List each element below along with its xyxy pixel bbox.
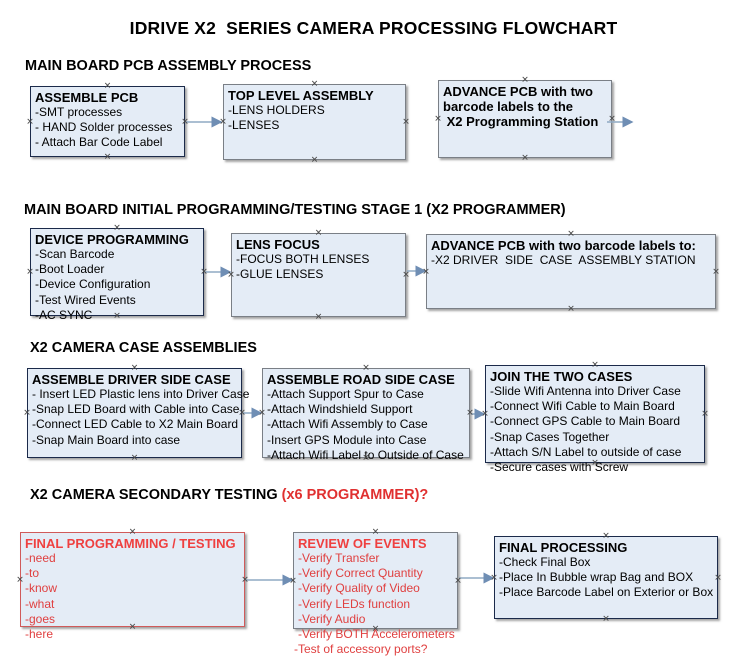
box-title: FINAL PROGRAMMING / TESTING (25, 536, 236, 551)
box-line: -GLUE LENSES (236, 267, 324, 282)
box-title-cont: barcode labels to the (443, 99, 574, 114)
box-line: -FOCUS BOTH LENSES (236, 252, 370, 266)
box-line: -Slide Wifi Antenna into Driver Case (490, 384, 681, 398)
box-line: -goes (25, 611, 56, 626)
box-join-the-two-cases[interactable]: JOIN THE TWO CASES -Slide Wifi Antenna i… (485, 365, 705, 474)
box-final-processing[interactable]: FINAL PROCESSING -Check Final Box -Place… (494, 536, 718, 619)
box-assemble-pcb[interactable]: ASSEMBLE PCB -SMT processes - HAND Solde… (30, 86, 185, 157)
box-line: -LENS HOLDERS (228, 103, 325, 117)
box-line: -Check Final Box (499, 555, 591, 569)
box-assemble-driver-side-case[interactable]: ASSEMBLE DRIVER SIDE CASE - Insert LED P… (27, 368, 250, 458)
box-line: -Attach Windshield Support (267, 402, 413, 417)
box-line: -Verify BOTH Accelerometers (298, 627, 455, 642)
box-line: -here (25, 627, 54, 642)
box-line: -Boot Loader (35, 262, 105, 277)
box-line: -Test Wired Events (35, 292, 136, 307)
box-line: -X2 DRIVER SIDE CASE ASSEMBLY STATION (431, 253, 696, 267)
box-advance-pcb-programming-station[interactable]: ADVANCE PCB with two barcode labels to t… (438, 80, 612, 158)
box-title-cont: X2 Programming Station (443, 114, 599, 129)
section-heading-4-main: X2 CAMERA SECONDARY TESTING (30, 487, 282, 503)
box-device-programming[interactable]: DEVICE PROGRAMMING -Scan Barcode -Boot L… (30, 228, 204, 322)
box-line: -Connect Wifi Cable to Main Board (490, 399, 675, 414)
box-line: -Verify LEDs function (298, 596, 411, 611)
box-title: ADVANCE PCB with two barcode labels to: (431, 238, 696, 253)
box-line: -to (25, 566, 40, 581)
box-line: -need (25, 551, 56, 565)
box-line: -LENSES (228, 118, 280, 133)
box-advance-pcb-driver-side[interactable]: ADVANCE PCB with two barcode labels to: … (426, 234, 716, 309)
box-line: -Place In Bubble wrap Bag and BOX (499, 570, 694, 585)
box-title: ASSEMBLE DRIVER SIDE CASE (32, 372, 231, 387)
section-heading-1: MAIN BOARD PCB ASSEMBLY PROCESS (25, 58, 312, 74)
box-title: TOP LEVEL ASSEMBLY (228, 88, 374, 103)
box-line: -Scan Barcode (35, 247, 115, 261)
box-line: -Attach Wifi Label to Outside of Case (267, 447, 464, 462)
box-line: - HAND Solder processes (35, 120, 173, 135)
box-line: -what (25, 596, 55, 611)
section-heading-3: X2 CAMERA CASE ASSEMBLIES (30, 340, 257, 356)
box-line: -Verify Correct Quantity (298, 566, 423, 581)
box-title: REVIEW OF EVENTS (298, 536, 427, 551)
box-title: ASSEMBLE ROAD SIDE CASE (267, 372, 455, 387)
section-heading-4: X2 CAMERA SECONDARY TESTING (x6 PROGRAMM… (30, 487, 428, 503)
section-heading-2: MAIN BOARD INITIAL PROGRAMMING/TESTING S… (24, 202, 566, 218)
box-title: ADVANCE PCB with two (443, 84, 593, 99)
box-line: -Snap Main Board into case (32, 432, 181, 447)
box-line: -Device Configuration (35, 277, 151, 292)
box-line: -Attach S/N Label to outside of case (490, 444, 682, 459)
box-top-level-assembly[interactable]: TOP LEVEL ASSEMBLY -LENS HOLDERS -LENSES (223, 84, 406, 160)
box-line: -know (25, 581, 58, 596)
box-line-overflow: -Test of accessory ports? (294, 642, 428, 657)
box-title: DEVICE PROGRAMMING (35, 232, 189, 247)
box-final-programming-testing[interactable]: FINAL PROGRAMMING / TESTING -need -to -k… (20, 532, 245, 641)
box-line: - Insert LED Plastic lens into Driver Ca… (32, 387, 250, 401)
box-title: ASSEMBLE PCB (35, 90, 139, 105)
box-line: -Verify Quality of Video (298, 581, 420, 596)
box-title: JOIN THE TWO CASES (490, 369, 633, 384)
box-title: LENS FOCUS (236, 237, 320, 252)
box-line: -Attach Wifi Assembly to Case (267, 417, 428, 432)
box-line: -Verify Transfer (298, 551, 380, 565)
box-line: -Verify Audio (298, 611, 366, 626)
box-title: FINAL PROCESSING (499, 540, 628, 555)
box-line: -Place Barcode Label on Exterior or Box (499, 585, 714, 600)
section-heading-4-accent: (x6 PROGRAMMER)? (281, 487, 429, 503)
box-review-of-events[interactable]: REVIEW OF EVENTS -Verify Transfer -Verif… (293, 532, 458, 656)
box-line: -Secure cases with Screw (490, 460, 629, 475)
box-line: -SMT processes (35, 105, 123, 119)
box-assemble-road-side-case[interactable]: ASSEMBLE ROAD SIDE CASE -Attach Support … (262, 368, 470, 462)
box-line: -Snap LED Board with Cable into Case (32, 402, 240, 417)
box-line: -Attach Support Spur to Case (267, 387, 424, 401)
page-title: IDRIVE X2 SERIES CAMERA PROCESSING FLOWC… (129, 18, 618, 38)
box-line: - Attach Bar Code Label (35, 135, 163, 150)
box-line: -Insert GPS Module into Case (267, 432, 427, 447)
box-line: -Connect LED Cable to X2 Main Board (32, 417, 239, 432)
box-line: -Connect GPS Cable to Main Board (490, 414, 681, 429)
box-lens-focus[interactable]: LENS FOCUS -FOCUS BOTH LENSES -GLUE LENS… (231, 233, 406, 317)
box-line: -Snap Cases Together (490, 429, 610, 444)
box-line: -AC SYNC (35, 307, 93, 322)
